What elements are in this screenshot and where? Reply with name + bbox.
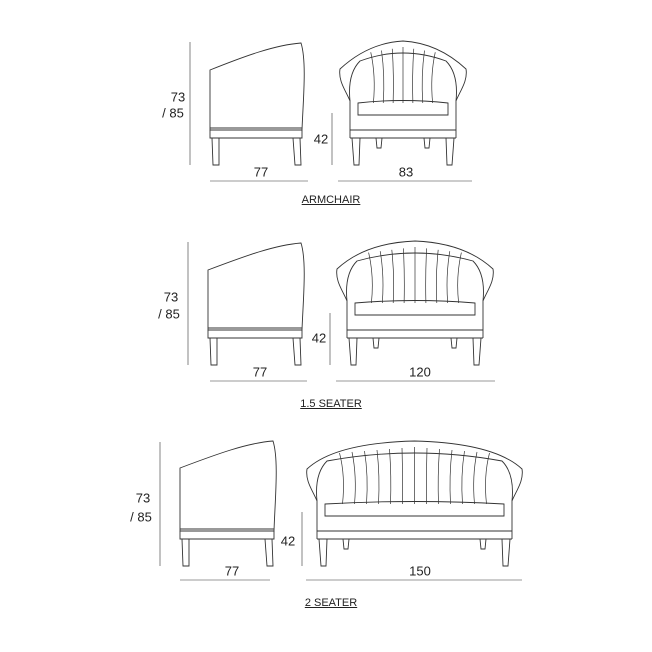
channel-line xyxy=(412,48,415,104)
channel-line xyxy=(376,449,380,505)
channel-line xyxy=(364,450,368,505)
width-label: 83 xyxy=(398,164,414,180)
channel-line xyxy=(351,451,356,505)
front-view-back-leg xyxy=(423,137,431,149)
variant-title: ARMCHAIR xyxy=(301,194,361,206)
channel-line xyxy=(370,52,375,104)
variant-title: 1.5 SEATER xyxy=(300,398,362,410)
front-view-outline xyxy=(336,240,494,338)
channel-line xyxy=(461,450,465,505)
seat-cushion xyxy=(357,100,449,116)
front-view-leg xyxy=(348,337,358,366)
front-view-leg xyxy=(472,337,482,366)
side-view-base xyxy=(179,531,275,540)
seat-height-label: 42 xyxy=(280,533,296,549)
height-alt-label: / 85 xyxy=(130,509,152,525)
front-view-base xyxy=(350,129,456,139)
channel-line xyxy=(457,252,462,304)
depth-label: 77 xyxy=(253,164,269,180)
seat-cushion xyxy=(354,300,476,316)
side-view-body xyxy=(179,440,277,532)
channel-line xyxy=(473,451,478,505)
depth-label: 77 xyxy=(224,563,240,579)
front-view-back-leg xyxy=(450,337,458,349)
channel-line xyxy=(449,449,453,505)
side-view-base xyxy=(209,130,303,139)
front-view-leg xyxy=(318,538,328,567)
height-label: 73 xyxy=(135,490,151,506)
side-view-leg xyxy=(181,538,190,567)
channel-line xyxy=(425,447,428,505)
channel-line xyxy=(389,448,392,505)
height-alt-label: / 85 xyxy=(162,105,184,121)
channel-line xyxy=(485,452,490,505)
front-view-outline xyxy=(339,40,467,138)
height-alt-label: / 85 xyxy=(158,306,180,322)
channel-line xyxy=(431,52,436,104)
front-view-base xyxy=(317,530,512,540)
front-view-leg xyxy=(351,137,361,166)
seat-cushion xyxy=(324,501,505,517)
channel-line xyxy=(368,252,373,304)
front-view-back-leg xyxy=(479,538,487,550)
front-view-base xyxy=(347,329,483,339)
side-view-body xyxy=(207,242,305,331)
front-view-outline xyxy=(306,440,523,539)
front-view-leg xyxy=(501,538,511,567)
channel-line xyxy=(446,251,451,304)
side-view-leg xyxy=(292,337,302,366)
channel-line xyxy=(401,447,404,505)
width-label: 150 xyxy=(409,563,431,579)
channel-line xyxy=(381,50,385,104)
seat-height-label: 42 xyxy=(313,131,329,147)
channel-line xyxy=(437,448,440,505)
side-view-base xyxy=(207,330,303,339)
variant-title: 2 SEATER xyxy=(304,597,358,609)
width-label: 120 xyxy=(409,364,431,380)
front-view-leg xyxy=(445,137,455,166)
channel-line xyxy=(391,48,394,104)
channel-line xyxy=(339,452,344,505)
side-view-leg xyxy=(264,538,274,567)
channel-line xyxy=(425,248,427,304)
side-view-body xyxy=(209,42,305,131)
front-view-back-leg xyxy=(375,137,383,149)
height-label: 73 xyxy=(163,289,179,305)
seat-height-label: 42 xyxy=(311,330,327,346)
channel-line xyxy=(391,249,395,304)
side-view-leg xyxy=(211,137,220,166)
channel-line xyxy=(403,248,405,304)
channel-line xyxy=(435,249,439,304)
side-view-leg xyxy=(209,337,218,366)
channel-line xyxy=(421,50,425,104)
front-view-back-leg xyxy=(372,337,380,349)
height-label: 73 xyxy=(170,89,186,105)
depth-label: 77 xyxy=(252,364,268,380)
channel-line xyxy=(379,251,384,304)
side-view-leg xyxy=(292,137,302,166)
front-view-back-leg xyxy=(342,538,350,550)
